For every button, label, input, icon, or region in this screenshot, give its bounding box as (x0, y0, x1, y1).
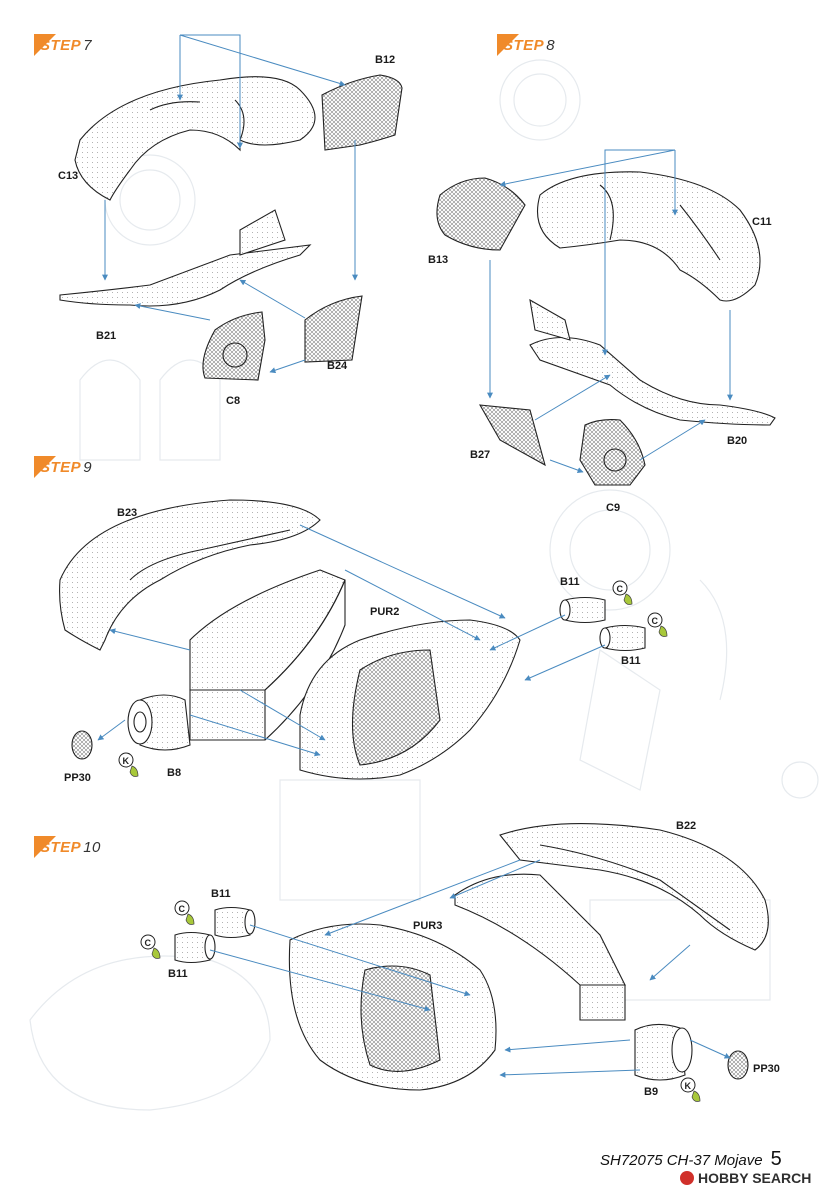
part-b24-shape (304, 295, 363, 363)
part-label-b11: B11 (621, 655, 641, 667)
part-label-b9: B9 (644, 1086, 659, 1098)
watermark-text: HOBBY SEARCH (698, 1170, 812, 1186)
kit-code: SH72075 CH-37 Mojave (600, 1152, 763, 1169)
step-prefix: STEP (40, 458, 82, 476)
part-b11-shape (214, 906, 251, 939)
part-b21-shape (59, 244, 312, 307)
glue-c-icon: C (612, 580, 633, 605)
step-7-drawing (59, 74, 403, 381)
part-label-b11: B11 (560, 576, 580, 588)
part-label-b23: B23 (117, 507, 138, 519)
part-label-b11: B11 (211, 888, 231, 900)
step-9-arrows (97, 524, 606, 757)
part-label-pur3: PUR3 (413, 920, 443, 932)
step-number: 9 (83, 458, 93, 476)
part-label-b20: B20 (727, 435, 748, 447)
svg-text:C: C (179, 904, 186, 914)
part-b8-shape (139, 694, 191, 751)
part-b22-shape (499, 823, 769, 951)
step-number: 10 (83, 838, 101, 856)
page-number: 5 (770, 1148, 782, 1170)
part-b20-shape (529, 337, 776, 426)
part-c8-shape (202, 311, 266, 381)
watermark: HOBBY SEARCH (680, 1170, 811, 1186)
step-10-arrows (209, 859, 731, 1078)
svg-text:C: C (145, 938, 152, 948)
part-label-b12: B12 (375, 54, 396, 66)
page-footer: SH72075 CH-37 Mojave 5 (600, 1148, 782, 1171)
part-label-pp30: PP30 (753, 1063, 780, 1075)
part-label-c8: C8 (226, 395, 241, 407)
step-prefix: STEP (40, 838, 82, 856)
hobby-search-logo-icon (680, 1171, 694, 1185)
part-label-b13: B13 (428, 254, 449, 266)
svg-text:K: K (685, 1081, 692, 1091)
step-number: 8 (546, 36, 556, 54)
step-9-drawing (59, 499, 646, 780)
step-prefix: STEP (503, 36, 545, 54)
part-b12-shape (321, 74, 403, 151)
part-label-b22: B22 (676, 820, 697, 832)
part-label-pp30: PP30 (64, 772, 91, 784)
part-b9-shape (634, 1023, 686, 1081)
part-c11-shape (536, 171, 761, 302)
step-7-arrows (102, 34, 358, 374)
glue-c-icon: C (174, 900, 195, 925)
step-prefix: STEP (40, 36, 82, 54)
glue-k-icon: K (118, 752, 139, 777)
glue-c-icon: C (140, 934, 161, 959)
part-label-b11: B11 (168, 968, 188, 980)
part-b11-shape (174, 931, 211, 964)
part-b11-shape (564, 596, 606, 624)
svg-text:C: C (652, 616, 659, 626)
part-label-c9: C9 (606, 502, 621, 514)
part-label-c13: C13 (58, 170, 79, 182)
part-label-b8: B8 (167, 767, 182, 779)
glue-k-icon: K (680, 1077, 701, 1102)
part-pp30-shape (727, 1050, 749, 1080)
part-label-b21: B21 (96, 330, 117, 342)
part-c13-shape (74, 76, 316, 201)
svg-text:K: K (123, 756, 130, 766)
part-b27-shape (478, 404, 546, 467)
step-8-arrows (487, 149, 733, 473)
part-b13-shape (436, 177, 526, 251)
part-label-b27: B27 (470, 449, 491, 461)
step-number: 7 (83, 36, 93, 54)
part-label-c11: C11 (752, 216, 772, 228)
step-8-drawing (436, 171, 776, 486)
part-label-pur2: PUR2 (370, 606, 400, 618)
part-b11-shape (604, 624, 646, 652)
step-10-drawing (174, 823, 769, 1091)
glue-markers: C C K C C K (118, 580, 701, 1102)
svg-text:C: C (617, 584, 624, 594)
part-pur3-shape (454, 873, 626, 986)
part-label-b24: B24 (327, 360, 348, 372)
glue-c-icon: C (647, 612, 668, 637)
part-c9-shape (579, 419, 646, 486)
part-pp30-shape (71, 730, 93, 760)
